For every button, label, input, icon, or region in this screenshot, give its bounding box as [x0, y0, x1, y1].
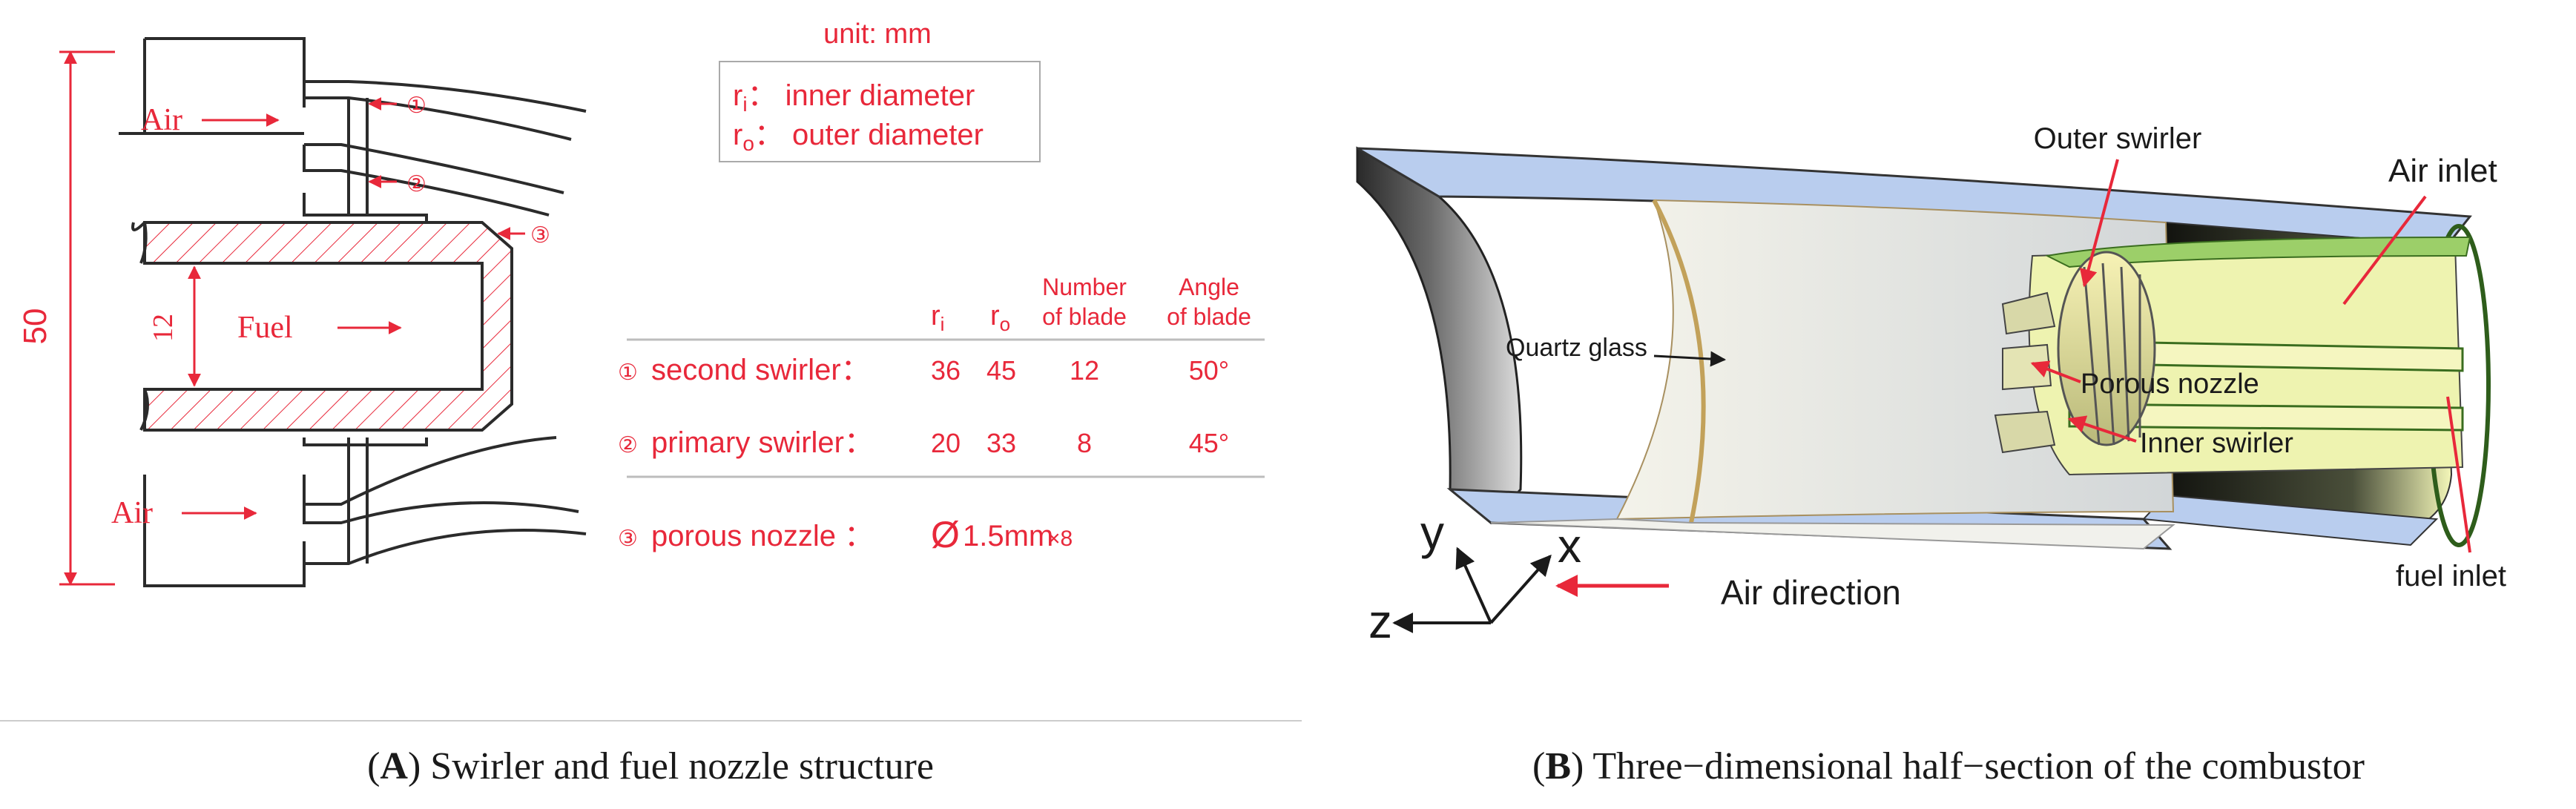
dimension-12: 12 [148, 265, 201, 387]
label-air-direction: Air direction [1721, 573, 1901, 612]
marker-2: ② [406, 172, 426, 197]
table-row: ① second swirler： 36 45 12 50° [618, 354, 1229, 386]
row-marker: ② [618, 433, 638, 458]
legend-box [719, 61, 1041, 162]
table-row: ② primary swirler： 20 33 8 45° [618, 426, 1229, 459]
label-inner-swirler: Inner swirler [2140, 428, 2293, 459]
nozzle-count: ×8 [1047, 526, 1073, 551]
air-label-bottom: Air [111, 496, 153, 530]
legend-ri: ri： inner diameter [733, 79, 975, 116]
row-ro: 45 [986, 355, 1016, 386]
row-marker: ① [618, 360, 638, 385]
row-name: porous nozzle ： [651, 520, 874, 552]
unit-label: unit: mm [823, 19, 932, 50]
label-quartz-glass: Quartz glass [1506, 334, 1647, 362]
panel-a: 50 [0, 19, 1302, 787]
panel-b: Outer swirler Air inlet Quartz glass Por… [1356, 122, 2506, 787]
swirler-block [1994, 236, 2471, 476]
nozzle-spec: 1.5mm [963, 520, 1053, 552]
row-ri: 36 [931, 355, 961, 386]
label-fuel-inlet: fuel inlet [2396, 560, 2506, 592]
axis-y-label: y [1420, 506, 1444, 559]
legend-ro: ro： outer diameter [733, 119, 984, 155]
header-ro: ro [990, 300, 1010, 335]
fuel-label: Fuel [237, 311, 293, 345]
marker-1: ① [406, 93, 426, 118]
dim-50-label: 50 [17, 308, 53, 345]
header-angle-1: Angle [1179, 274, 1239, 300]
row-blades: 12 [1070, 355, 1099, 386]
label-air-inlet: Air inlet [2388, 153, 2497, 189]
coordinate-axes: z y x [1368, 506, 1581, 648]
label-porous-nozzle: Porous nozzle [2081, 369, 2259, 400]
air-label-top: Air [141, 103, 182, 137]
dimension-50: 50 [17, 50, 115, 586]
header-angle-2: of blade [1167, 303, 1251, 330]
label-outer-swirler: Outer swirler [2034, 122, 2202, 155]
marker-3: ③ [530, 223, 550, 248]
header-ri: ri [931, 300, 944, 335]
row-name: primary swirler： [651, 426, 874, 459]
swirler-assembly [119, 37, 587, 587]
table-row-nozzle: ③ porous nozzle ： Ø 1.5mm ×8 [618, 514, 1073, 555]
row-blades: 8 [1077, 428, 1092, 458]
row-marker: ③ [618, 526, 638, 551]
swirler-table: ri ro Number of blade Angle of blade ① s… [618, 274, 1265, 555]
header-blades-1: Number [1042, 274, 1127, 300]
row-angle: 45° [1189, 428, 1229, 458]
axis-z-label: z [1368, 595, 1392, 648]
row-ro: 33 [986, 428, 1016, 458]
axis-x-label: x [1558, 519, 1581, 572]
fuel-nozzle [131, 221, 513, 432]
caption-b: (B) Three−dimensional half−section of th… [1532, 745, 2365, 787]
header-blades-2: of blade [1042, 303, 1127, 330]
phi-symbol: Ø [931, 514, 960, 555]
dim-12-label: 12 [148, 314, 179, 342]
row-ri: 20 [931, 428, 961, 458]
caption-a: (A) Swirler and fuel nozzle structure [367, 745, 934, 787]
row-name: second swirler： [651, 354, 871, 386]
row-angle: 50° [1189, 355, 1229, 386]
